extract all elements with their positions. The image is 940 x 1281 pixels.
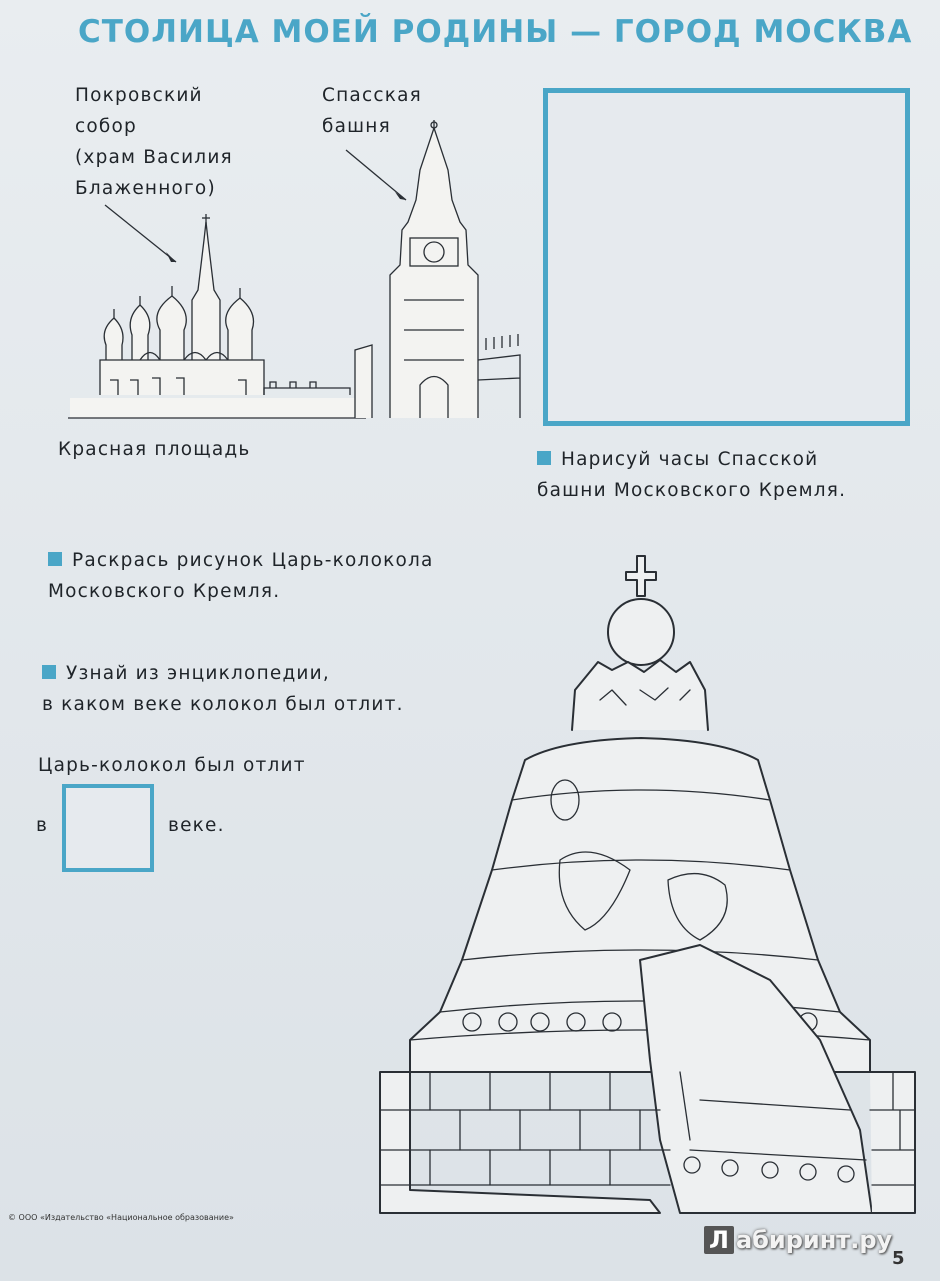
pokrovsky-label-line-4: Блаженного)	[75, 178, 216, 199]
spasskaya-tower-illustration	[354, 120, 521, 418]
clock-drawing-box[interactable]	[543, 88, 910, 426]
spasskaya-label-line-1: Спасская	[322, 85, 422, 106]
publisher-footer: © ООО «Издательство «Национальное образо…	[8, 1213, 234, 1222]
century-input-box[interactable]	[62, 784, 154, 872]
task-draw-clock-line-2: башни Московского Кремля.	[537, 480, 847, 501]
bullet-square-icon	[537, 451, 551, 465]
task-encyclopedia-line-1: Узнай из энциклопедии,	[66, 663, 330, 684]
task-color-bell: Раскрась рисунок Царь-колокола Московско…	[48, 545, 434, 607]
task-encyclopedia: Узнай из энциклопедии, в каком веке коло…	[42, 658, 404, 720]
bullet-square-icon	[42, 665, 56, 679]
pokrovsky-label-line-1: Покровский	[75, 85, 203, 106]
spasskaya-label-line-2: башня	[322, 116, 391, 137]
pokrovsky-label-line-2: собор	[75, 116, 137, 137]
spasskaya-label: Спасская башня	[322, 80, 422, 142]
pokrovsky-arrow	[104, 204, 177, 263]
answer-suffix: веке.	[168, 815, 225, 836]
pokrovsky-label-line-3: (храм Василия	[75, 147, 233, 168]
task-encyclopedia-line-2: в каком веке колокол был отлит.	[42, 694, 404, 715]
task-color-bell-line-1: Раскрась рисунок Царь-колокола	[72, 550, 434, 571]
red-square-caption: Красная площадь	[58, 439, 251, 460]
tsar-bell-illustration	[379, 555, 916, 1214]
watermark-letter: Л	[704, 1226, 734, 1254]
task-color-bell-line-2: Московского Кремля.	[48, 581, 281, 602]
answer-line: Царь-колокол был отлит	[38, 755, 306, 776]
page-title: СТОЛИЦА МОЕЙ РОДИНЫ — ГОРОД МОСКВА	[78, 14, 913, 50]
bullet-square-icon	[48, 552, 62, 566]
task-draw-clock: Нарисуй часы Спасской башни Московского …	[537, 444, 846, 506]
saint-basils-cathedral-illustration	[68, 214, 366, 419]
answer-prefix: в	[36, 815, 49, 836]
page-number: 5	[892, 1248, 905, 1269]
watermark-text: абиринт.ру	[735, 1226, 893, 1254]
pokrovsky-label: Покровский собор (храм Василия Блаженног…	[75, 80, 233, 204]
task-draw-clock-line-1: Нарисуй часы Спасской	[561, 449, 819, 470]
spasskaya-arrow	[345, 149, 407, 201]
